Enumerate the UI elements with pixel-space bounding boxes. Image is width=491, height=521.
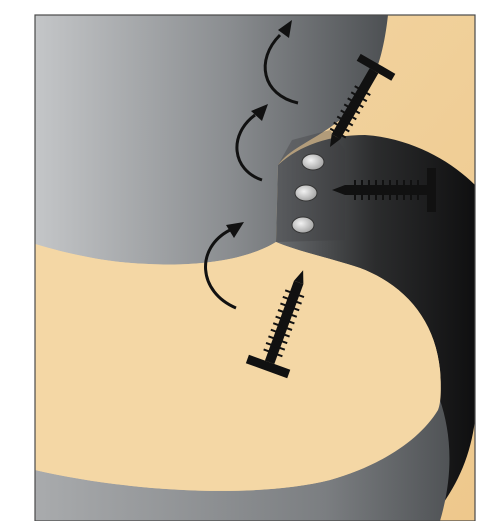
bolt-head-icon <box>302 154 324 170</box>
tan-swoosh-band <box>35 242 441 491</box>
bolt-head-icon <box>292 217 314 233</box>
bolt-head-icon <box>295 185 317 201</box>
